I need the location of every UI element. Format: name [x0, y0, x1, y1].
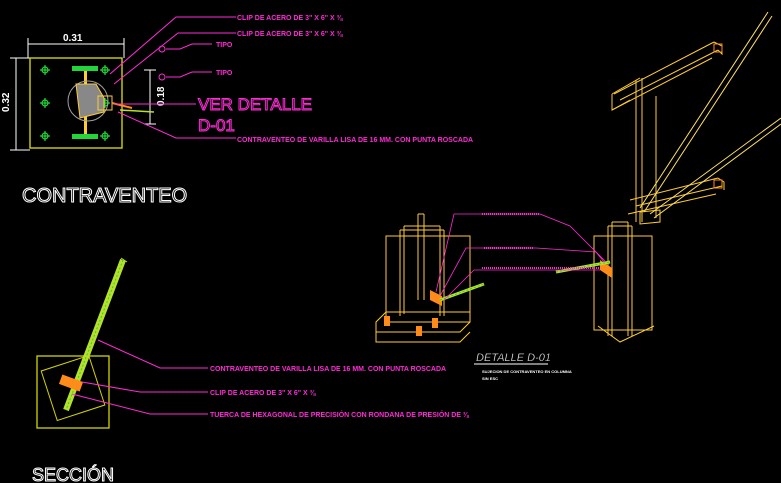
callout-clip-1: CLIP DE ACERO DE 3" X 6" X ⅜: [237, 15, 344, 22]
dim-height-label: 0.32: [1, 92, 12, 112]
anchor-bolt-cross-icon: [40, 98, 50, 108]
detail-title-block: DETALLE D-01 SUJECION DE CONTRAVENTEO EN…: [474, 352, 572, 381]
section-plate: [36, 355, 110, 429]
base-plate: [29, 57, 123, 149]
section-callout-rod: CONTRAVENTEO DE VARILLA LISA DE 16 MM. C…: [210, 366, 446, 373]
section-nut: [58, 374, 84, 392]
anchor-bolt-cross-icon: [40, 131, 50, 141]
tipo-marker-1: [158, 45, 166, 53]
iso-detail-leaders: [435, 213, 607, 301]
iso-left-column: [375, 213, 485, 343]
tipo-label-1: TIPO: [216, 42, 233, 49]
tipo-marker-2: [158, 73, 166, 81]
detail-title: DETALLE D-01: [476, 352, 551, 364]
callout-rod: CONTRAVENTEO DE VARILLA LISA DE 16 MM. C…: [237, 137, 473, 144]
anchor-bolt-cross-icon: [100, 65, 110, 75]
dim-width-label: 0.31: [63, 33, 83, 44]
section-callout-nut: TUERCA DE HEXAGONAL DE PRECISIÓN CON RON…: [210, 410, 470, 419]
iso-right-column: [555, 11, 781, 343]
tipo-label-2: TIPO: [216, 70, 233, 77]
anchor-bolt-cross-icon: [100, 131, 110, 141]
section-detail: CONTRAVENTEO DE VARILLA LISA DE 16 MM. C…: [32, 257, 470, 483]
plan-dimensions: [10, 38, 156, 151]
anchor-bolt-cross-icon: [40, 65, 50, 75]
ver-detalle-line-1: VER DETALLE: [198, 95, 312, 114]
ver-detalle-line-2: D-01: [198, 116, 235, 135]
section-title: SECCIÓN: [32, 464, 114, 483]
plan-leaders: [109, 16, 236, 139]
column-section: [67, 66, 155, 139]
dim-inner-label: 0.18: [156, 86, 167, 106]
isometric-detail: [375, 11, 781, 343]
detail-scale: SIN ESC: [482, 376, 498, 381]
plan-detail: 0.31 0.32 0.18: [1, 15, 473, 208]
callout-clip-2: CLIP DE ACERO DE 3" X 6" X ⅜: [237, 31, 344, 38]
detail-subtitle: SUJECION DE CONTRAVENTEO EN COLUMNA: [482, 369, 572, 374]
plan-title: CONTRAVENTEO: [22, 185, 187, 207]
section-leaders: [71, 339, 208, 415]
section-callout-clip: CLIP DE ACERO DE 3" X 6" X ⅜: [210, 390, 317, 397]
section-clip: [40, 354, 106, 422]
